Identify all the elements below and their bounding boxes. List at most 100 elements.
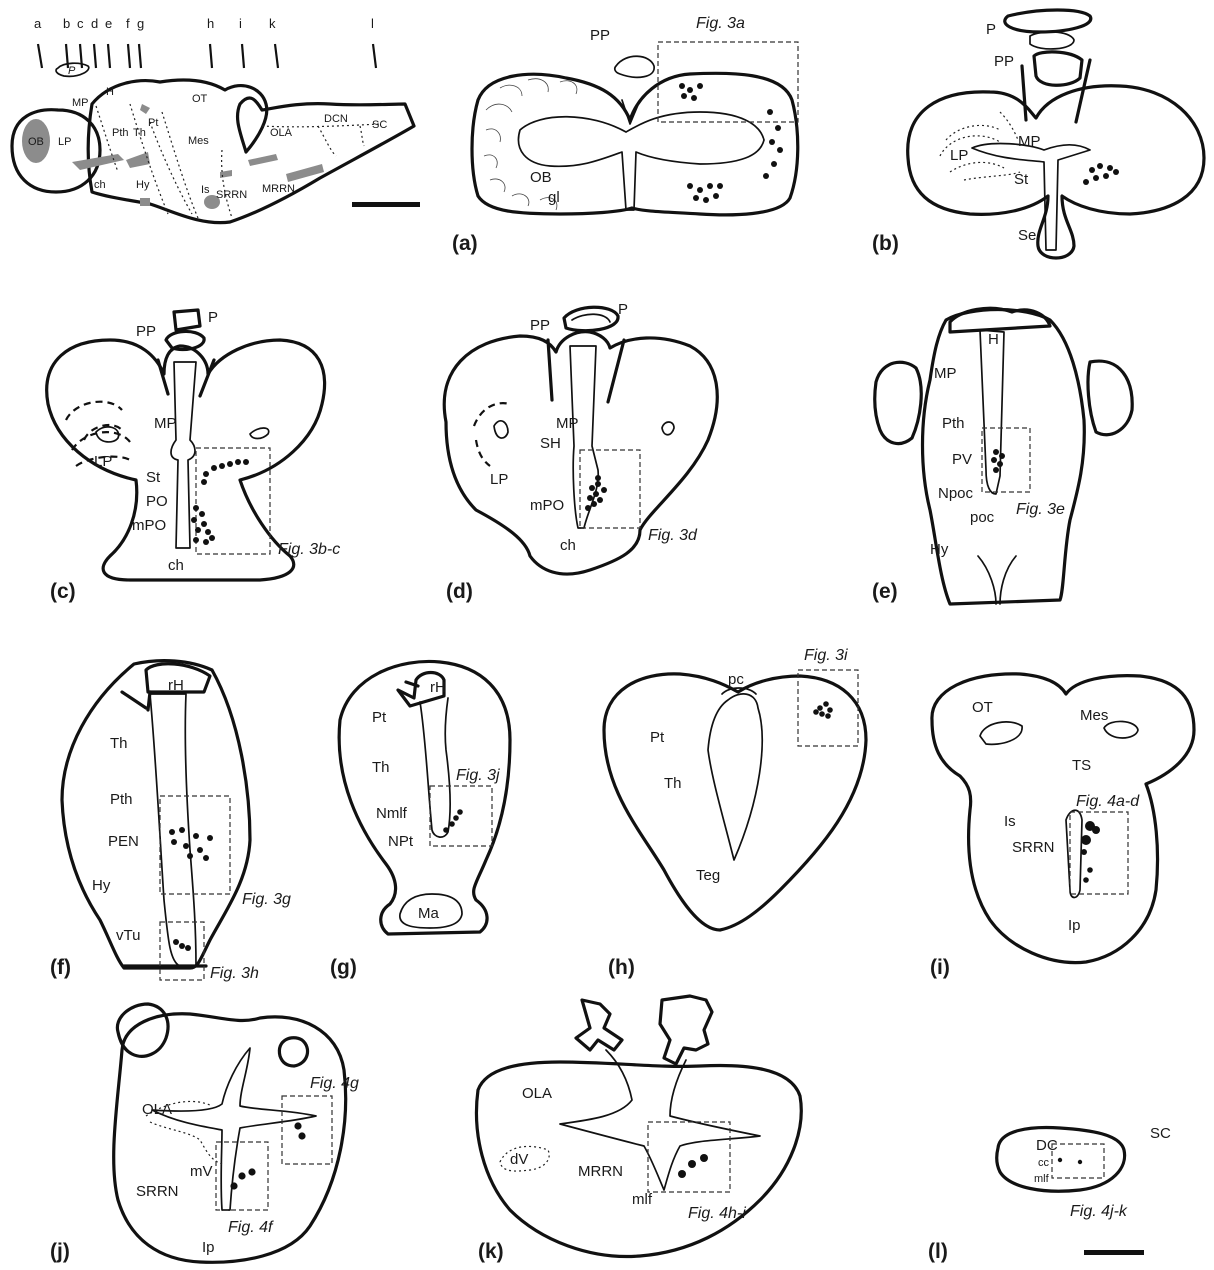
figref-3a: Fig. 3a <box>696 15 745 32</box>
label-srrn: SRRN <box>216 189 247 201</box>
label-po: PO <box>146 493 168 510</box>
label-pt: Pt <box>650 729 665 746</box>
label-th: Th <box>372 759 390 776</box>
label-mes: Mes <box>1080 707 1108 724</box>
label-ola: OLA <box>522 1085 552 1102</box>
label-ip: Ip <box>202 1239 215 1256</box>
section-letter-f: f <box>126 16 130 31</box>
label-is: Is <box>201 184 210 196</box>
label-cc: cc <box>1038 1157 1050 1169</box>
label-ob: OB <box>530 169 552 186</box>
section-letter-d: d <box>91 16 98 31</box>
label-p: P <box>986 21 996 38</box>
label-mes: Mes <box>188 135 209 147</box>
label-se: Se <box>1018 227 1036 244</box>
label-h: H <box>106 86 114 98</box>
figref-4f: Fig. 4f <box>228 1219 274 1236</box>
label-dv: dV <box>510 1151 528 1168</box>
panel-j: OLA mV SRRN Ip Fig. 4g Fig. 4f (j) <box>50 1004 359 1263</box>
label-pc: pc <box>728 671 744 688</box>
label-rh: rH <box>168 677 184 694</box>
label-mp: MP <box>1018 133 1041 150</box>
panel-a: PP OB gl Fig. 3a (a) <box>452 15 798 255</box>
labeled-cells-e <box>991 449 1005 473</box>
label-sc: SC <box>1150 1125 1171 1142</box>
label-h: H <box>988 331 999 348</box>
label-p: P <box>618 301 628 318</box>
panel-label-h: (h) <box>608 956 635 979</box>
label-ch: ch <box>560 537 576 554</box>
label-pth: Pth <box>942 415 965 432</box>
labeled-cells-h <box>813 701 833 719</box>
section-letter-l: l <box>371 16 374 31</box>
panel-g: rH Pt Th Nmlf NPt Ma Fig. 3j (g) <box>330 661 510 979</box>
label-ch: ch <box>168 557 184 574</box>
label-ot: OT <box>972 699 993 716</box>
label-mp: MP <box>72 97 89 109</box>
label-npt: NPt <box>388 833 414 850</box>
section-lines <box>38 44 376 68</box>
label-hy: Hy <box>136 179 150 191</box>
label-pp: PP <box>590 27 610 44</box>
panel-d: PP P MP SH LP mPO ch Fig. 3d (d) <box>444 301 717 603</box>
panel-label-a: (a) <box>452 232 478 255</box>
figref-3i: Fig. 3i <box>804 647 848 664</box>
section-letter-e: e <box>105 16 112 31</box>
label-th: Th <box>133 127 146 139</box>
label-mpo: mPO <box>132 517 166 534</box>
panel-f: rH Th Pth PEN Hy vTu Fig. 3g Fig. 3h (f) <box>50 661 291 982</box>
label-pp: PP <box>136 323 156 340</box>
panel-label-l: (l) <box>928 1240 948 1263</box>
label-mp: MP <box>556 415 579 432</box>
label-ola: OLA <box>270 127 293 139</box>
label-mrrn: MRRN <box>578 1163 623 1180</box>
panel-b: P PP MP LP St Se (b) <box>872 10 1204 258</box>
label-mlf: mlf <box>632 1191 653 1208</box>
label-pen: PEN <box>108 833 139 850</box>
figref-3d: Fig. 3d <box>648 527 698 544</box>
label-srrn: SRRN <box>1012 839 1055 856</box>
figref-3e: Fig. 3e <box>1016 501 1065 518</box>
label-mp: MP <box>934 365 957 382</box>
section-letter-h: h <box>207 16 214 31</box>
figref-4ad: Fig. 4a-d <box>1076 793 1140 810</box>
labeled-cells-f <box>169 827 213 951</box>
label-lp: LP <box>950 147 968 164</box>
figref-3bc: Fig. 3b-c <box>278 541 340 558</box>
labeled-cells-d <box>585 475 607 511</box>
panel-label-i: (i) <box>930 956 950 979</box>
label-rh: rH <box>430 679 446 696</box>
label-th: Th <box>664 775 682 792</box>
label-pth: Pth <box>110 791 133 808</box>
labeled-cells-k <box>678 1154 708 1178</box>
label-hy: Hy <box>930 541 949 558</box>
label-ch: ch <box>94 179 106 191</box>
panel-label-g: (g) <box>330 956 357 979</box>
overview-sagittal: a b c d e f g h i k l <box>12 16 420 223</box>
label-lp: LP <box>58 136 71 148</box>
panel-label-j: (j) <box>50 1240 70 1263</box>
labeled-cells-g <box>443 809 463 833</box>
figref-3h: Fig. 3h <box>210 965 259 982</box>
labeled-cell-l <box>1078 1160 1082 1164</box>
scale-bar <box>1084 1250 1144 1255</box>
panel-e: H MP Pth PV Npoc poc Hy Fig. 3e (e) <box>872 308 1132 604</box>
label-pth: Pth <box>112 127 129 139</box>
label-ip: Ip <box>1068 917 1081 934</box>
labeled-cells-i <box>1081 821 1100 883</box>
label-mpo: mPO <box>530 497 564 514</box>
label-ma: Ma <box>418 905 439 922</box>
panel-label-f: (f) <box>50 956 71 979</box>
label-nmlf: Nmlf <box>376 805 408 822</box>
label-sc: SC <box>372 119 387 131</box>
label-lp: LP <box>94 453 112 470</box>
section-letter-g: g <box>137 16 144 31</box>
label-ola: OLA <box>142 1101 172 1118</box>
panel-i: OT Mes TS Is SRRN Ip Fig. 4a-d (i) <box>930 674 1194 979</box>
label-p: P <box>208 309 218 326</box>
label-mrrn: MRRN <box>262 183 295 195</box>
label-p: P <box>68 65 76 77</box>
section-letter-a: a <box>34 16 42 31</box>
figref-3g: Fig. 3g <box>242 891 291 908</box>
